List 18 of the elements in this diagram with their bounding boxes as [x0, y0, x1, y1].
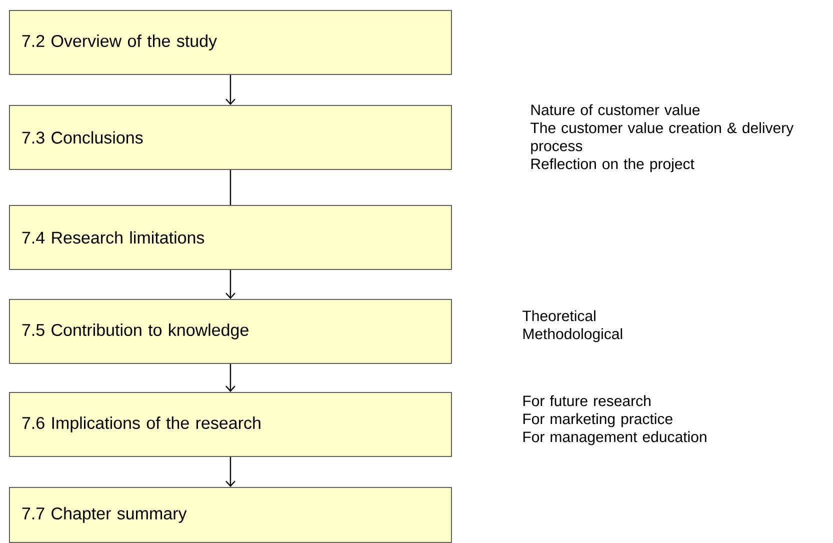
note-text: For marketing practice: [523, 413, 672, 428]
section-box: 7.4 Research limitations: [9, 205, 452, 270]
note-text: Methodological: [523, 328, 622, 342]
note-text: For management education: [523, 431, 706, 446]
note-text: Nature of customer value: [531, 104, 700, 116]
arrow: [226, 456, 236, 487]
section-box: 7.3 Conclusions: [9, 105, 452, 170]
note-text: Reflection on the project: [531, 158, 694, 172]
section-box: 7.5 Contribution to knowledge: [9, 299, 452, 364]
note-text: For future research: [523, 395, 650, 406]
section-box: 7.7 Chapter summary: [9, 486, 452, 543]
arrow: [226, 74, 236, 105]
note-text: The customer value creation & delivery process: [530, 122, 794, 154]
note-text: Theoretical: [522, 310, 596, 322]
arrow: [226, 364, 236, 392]
section-box: 7.6 Implications of the research: [9, 392, 452, 457]
arrow: [226, 270, 236, 299]
section-box: 7.2 Overview of the study: [9, 10, 452, 75]
